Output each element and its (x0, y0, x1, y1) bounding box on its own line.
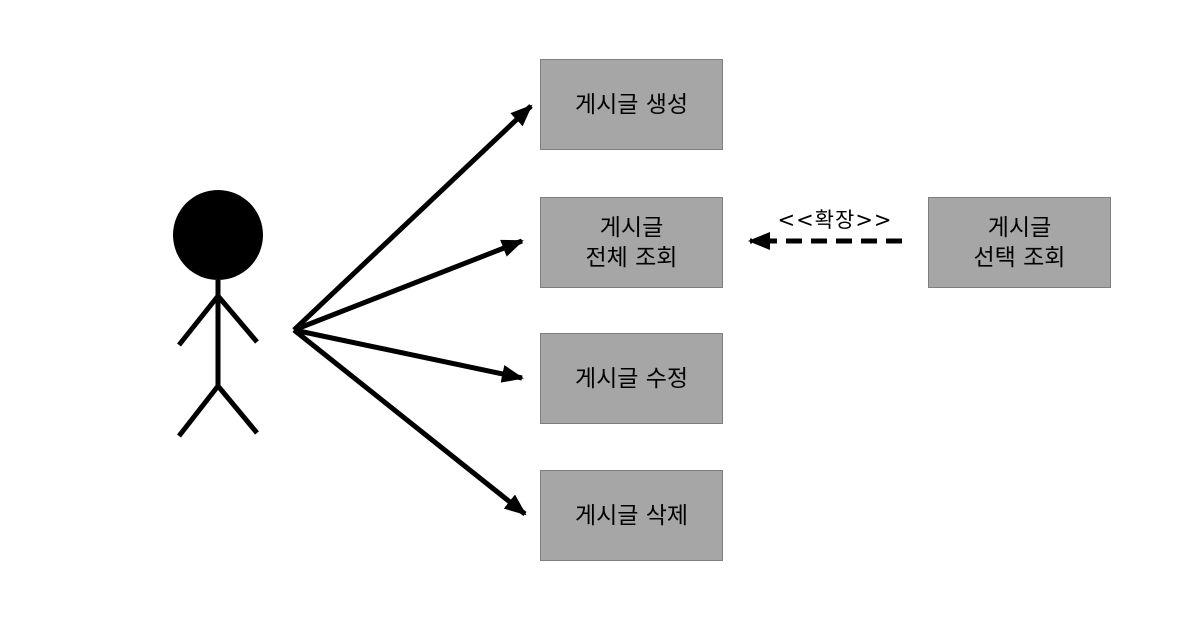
use-case-delete-label: 게시글 삭제 (574, 502, 689, 529)
extend-stereotype-label: <<확장>> (777, 208, 893, 232)
actor-left-arm (177, 294, 220, 347)
actor-right-arm (216, 294, 259, 344)
association-arrow-edit (293, 327, 524, 383)
actor-stick-figure-icon (173, 190, 263, 438)
actor-head (173, 190, 263, 280)
use-case-list-all-posts[interactable]: 게시글 전체 조회 (540, 197, 723, 288)
use-case-create-post[interactable]: 게시글 생성 (540, 59, 723, 150)
association-arrow-delete (292, 328, 527, 516)
use-case-list-label-line2: 전체 조회 (585, 244, 678, 271)
use-case-create-label: 게시글 생성 (574, 91, 689, 118)
use-case-edit-label: 게시글 수정 (574, 365, 689, 392)
actor-left-leg (177, 384, 220, 438)
use-case-list-label-line1: 게시글 (599, 214, 664, 241)
association-arrow-list (293, 238, 524, 333)
use-case-select-post[interactable]: 게시글 선택 조회 (928, 197, 1111, 288)
association-arrow-create (292, 104, 533, 332)
use-case-edit-post[interactable]: 게시글 수정 (540, 333, 723, 424)
use-case-select-label-line2: 선택 조회 (973, 244, 1066, 271)
use-case-select-label-line1: 게시글 (987, 214, 1052, 241)
use-case-delete-post[interactable]: 게시글 삭제 (540, 470, 723, 561)
actor-right-leg (216, 384, 259, 435)
